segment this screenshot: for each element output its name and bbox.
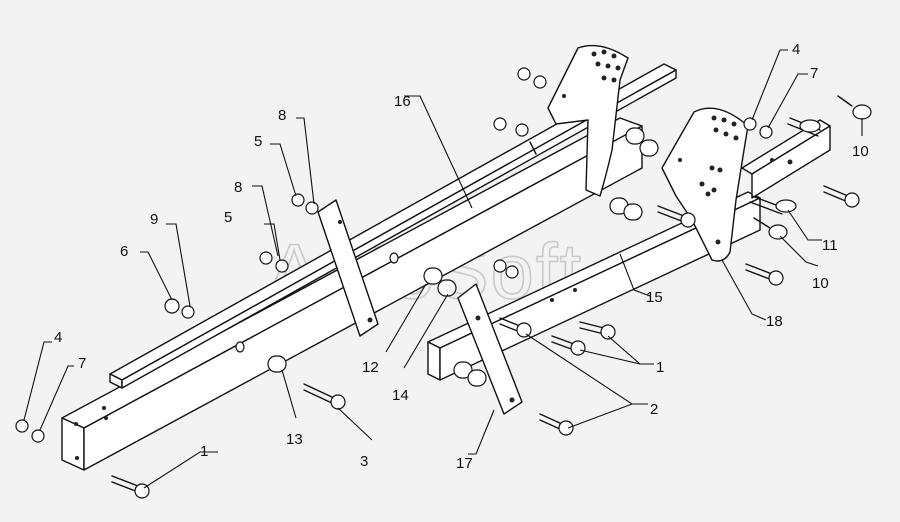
callout-7-left: 7 xyxy=(78,355,86,372)
bushings xyxy=(267,127,659,387)
callouts: 4 7 6 9 5 8 5 8 1 13 3 12 14 16 17 15 18… xyxy=(54,41,869,472)
callout-8-upper: 8 xyxy=(278,107,286,124)
callout-5-upper: 5 xyxy=(254,133,262,150)
bushing-14 xyxy=(437,279,457,297)
bracket-plate-rear xyxy=(547,44,629,197)
leader-lines xyxy=(23,49,863,489)
callout-10-upper: 10 xyxy=(852,143,869,160)
callout-6: 6 xyxy=(120,243,128,260)
pin-and-clip-lower xyxy=(749,195,797,240)
flat-bar-17 xyxy=(457,283,523,415)
callout-8-lower: 8 xyxy=(234,179,242,196)
callout-17: 17 xyxy=(456,455,473,472)
bushing-12 xyxy=(423,267,443,285)
callout-12: 12 xyxy=(362,359,379,376)
callout-13: 13 xyxy=(286,431,303,448)
callout-10-lower: 10 xyxy=(812,275,829,292)
callout-1-right: 1 xyxy=(656,359,664,376)
callout-14: 14 xyxy=(392,387,409,404)
bolt-1-lower xyxy=(111,475,150,499)
callout-3: 3 xyxy=(360,453,368,470)
rear-rail xyxy=(741,119,831,199)
flat-bar-middle xyxy=(317,199,379,337)
callout-1-lower: 1 xyxy=(200,443,208,460)
callout-5-lower: 5 xyxy=(224,209,232,226)
bushing-13 xyxy=(267,355,287,373)
callout-15: 15 xyxy=(646,289,663,306)
bracket-plate-front xyxy=(661,107,749,262)
callout-9: 9 xyxy=(150,211,158,228)
callout-16: 16 xyxy=(394,93,411,110)
callout-4-left: 4 xyxy=(54,329,62,346)
callout-4-right: 4 xyxy=(792,41,800,58)
bolts xyxy=(111,185,860,499)
upper-strip xyxy=(109,63,677,389)
callout-7-right: 7 xyxy=(810,65,818,82)
bolt-3 xyxy=(303,383,346,410)
callout-11: 11 xyxy=(822,237,838,254)
callout-2: 2 xyxy=(650,401,658,418)
callout-18: 18 xyxy=(766,313,783,330)
